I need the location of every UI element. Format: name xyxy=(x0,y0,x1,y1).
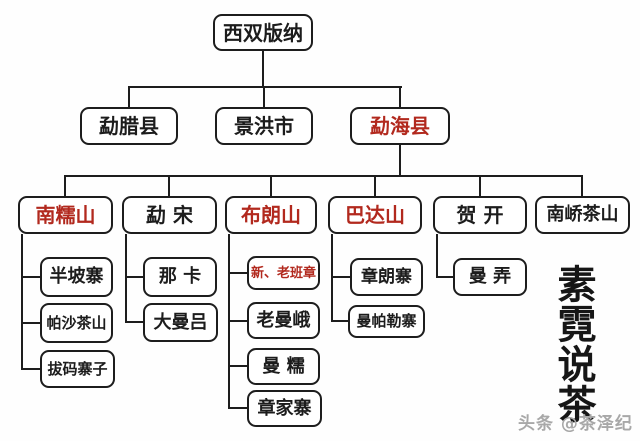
connector-line xyxy=(21,234,23,370)
connector-line xyxy=(64,175,66,196)
connector-line xyxy=(125,234,127,323)
connector-line xyxy=(399,86,401,108)
connector-line xyxy=(228,365,247,367)
connector-line xyxy=(125,276,143,278)
connector-line xyxy=(331,234,333,322)
connector-line xyxy=(581,175,583,196)
node-zhanglang-village: 章朗寨 xyxy=(350,258,423,296)
connector-line xyxy=(228,320,247,322)
node-nanqiao-tea-mountain: 南峤茶山 xyxy=(535,196,630,234)
watermark-credit: 头条 @茶泽纪 xyxy=(518,414,633,434)
connector-line xyxy=(270,175,272,196)
connector-line xyxy=(128,86,130,108)
node-xishuangbanna: 西双版纳 xyxy=(213,14,313,51)
connector-line xyxy=(21,276,40,278)
node-manpale-village: 曼帕勒寨 xyxy=(348,305,425,338)
connector-line xyxy=(479,175,481,196)
node-bama-village: 拔码寨子 xyxy=(40,350,115,388)
connector-line xyxy=(64,175,583,177)
node-laomane: 老曼峨 xyxy=(247,302,320,339)
node-menghai-county: 勐海县 xyxy=(350,107,450,145)
connector-line xyxy=(168,175,170,196)
node-mengla-county: 勐腊县 xyxy=(80,107,178,145)
connector-line xyxy=(262,51,264,87)
connector-line xyxy=(331,276,350,278)
connector-line xyxy=(21,368,40,370)
connector-line xyxy=(21,322,40,324)
node-jinghong-city: 景洪市 xyxy=(215,107,313,145)
node-zhangjia-village: 章家寨 xyxy=(247,390,322,427)
node-bulang-mountain: 布朗山 xyxy=(225,196,317,234)
node-bada-mountain: 巴达山 xyxy=(328,196,422,234)
node-mengsong: 勐 宋 xyxy=(122,196,217,234)
signature-calligraphy: 素霓说茶 xyxy=(551,264,597,424)
node-naka: 那 卡 xyxy=(143,257,217,297)
node-hekai: 贺 开 xyxy=(433,196,527,234)
connector-line xyxy=(331,320,350,322)
node-mannuo: 曼 糯 xyxy=(247,348,320,385)
connector-line xyxy=(228,272,247,274)
connector-line xyxy=(399,145,401,176)
node-nannuo-mountain: 南糯山 xyxy=(18,196,113,234)
connector-line xyxy=(228,407,247,409)
node-damanlv: 大曼吕 xyxy=(143,303,218,342)
connector-line xyxy=(263,86,265,108)
connector-line xyxy=(436,234,438,278)
connector-line xyxy=(128,86,402,88)
node-xin-lao-banzhang: 新、老班章 xyxy=(247,256,320,290)
connector-line xyxy=(374,175,376,196)
connector-line xyxy=(436,276,453,278)
connector-line xyxy=(125,321,143,323)
node-pasha-tea-mountain: 帕沙茶山 xyxy=(40,303,113,343)
node-banpo-village: 半坡寨 xyxy=(40,257,113,297)
node-mannong: 曼 弄 xyxy=(453,258,527,296)
